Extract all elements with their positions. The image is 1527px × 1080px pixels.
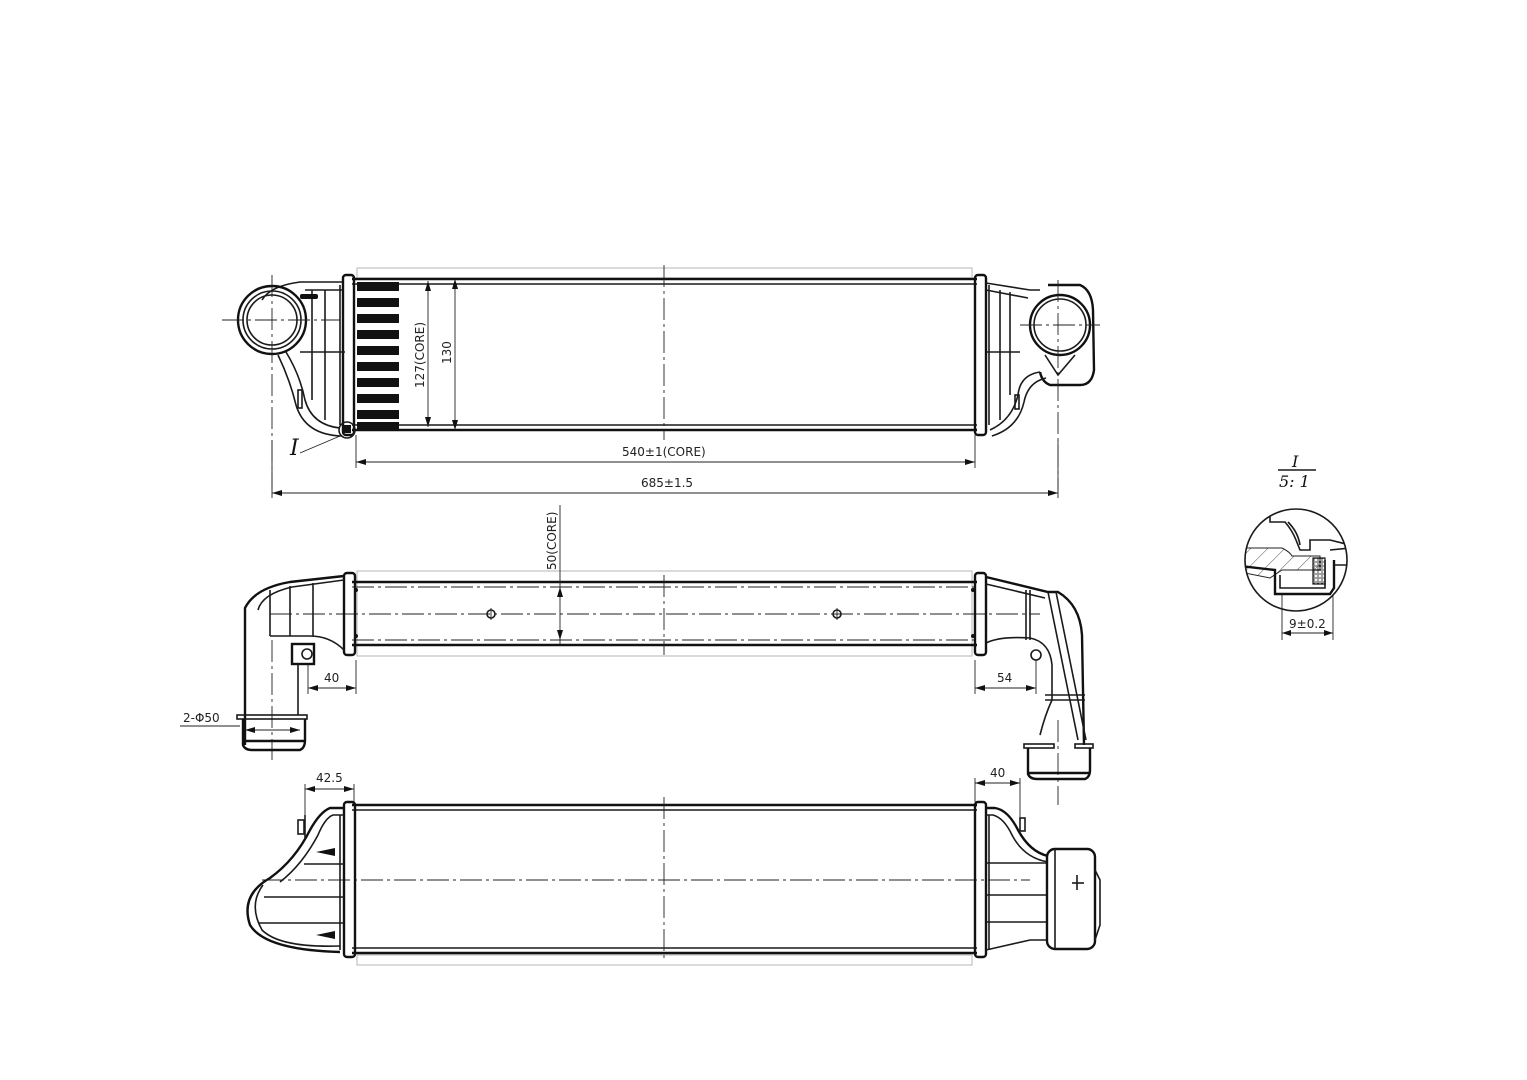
dim-pipe-diameter: 2-Φ50 <box>183 711 220 725</box>
front-view: I 127(CORE) 130 <box>222 265 1100 498</box>
svg-text:540±1(CORE): 540±1(CORE) <box>622 445 706 459</box>
dim-rear-right-offset: 40 <box>990 766 1005 780</box>
dim-left-offset: 40 <box>324 671 339 685</box>
detail-scale: 5: 1 <box>1279 472 1310 491</box>
dim-rear-left-offset: 42.5 <box>316 771 343 785</box>
svg-text:685±1.5: 685±1.5 <box>641 476 693 490</box>
dim-core-depth: 50(CORE) <box>545 512 559 570</box>
detail-label: I <box>1291 452 1299 471</box>
dim-core-height: 127(CORE) <box>413 281 431 427</box>
dim-right-offset: 54 <box>997 671 1012 685</box>
rear-view: 42.5 40 <box>246 766 1101 966</box>
dim-height: 130 <box>440 279 458 430</box>
top-view: 2-Φ50 40 50(CORE) <box>180 505 1094 805</box>
dim-detail-width: 9±0.2 <box>1289 617 1326 631</box>
svg-text:127(CORE): 127(CORE) <box>413 322 427 388</box>
dim-core-width: 540±1(CORE) <box>355 435 976 468</box>
detail-view-I: I 5: 1 9±0.2 <box>1244 452 1348 640</box>
detail-callout: I <box>289 436 300 461</box>
svg-text:130: 130 <box>440 341 454 364</box>
fin-pattern <box>357 282 399 429</box>
dim-overall-width: 685±1.5 <box>271 440 1059 498</box>
